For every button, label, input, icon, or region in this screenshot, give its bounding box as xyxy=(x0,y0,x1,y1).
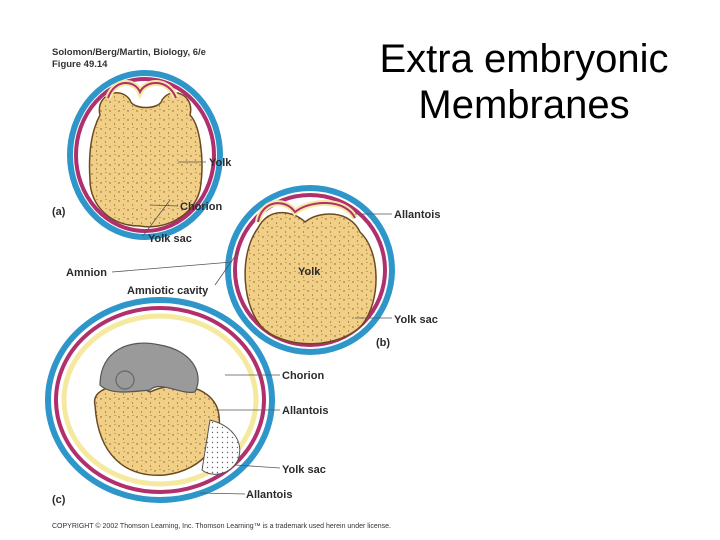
leader-lines xyxy=(111,161,392,495)
amnion-ring-a xyxy=(74,77,216,233)
egg-stage-a xyxy=(67,70,223,240)
label-yolk-sac-b: Yolk sac xyxy=(394,314,438,326)
label-stage-b: (b) xyxy=(376,337,390,349)
copyright-notice: COPYRIGHT © 2002 Thomson Learning, Inc. … xyxy=(52,522,391,530)
slide-title-line1: Extra embryonic xyxy=(379,37,669,81)
yolk-sac-c xyxy=(201,419,241,475)
figure-number: Figure 49.14 xyxy=(52,59,108,70)
label-stage-c: (c) xyxy=(52,494,66,506)
label-yolk-sac-c: Yolk sac xyxy=(282,464,326,476)
yolk-a xyxy=(88,92,203,228)
allantois-fold-b xyxy=(257,201,356,223)
label-chorion-a: Chorion xyxy=(180,201,222,213)
slide-title-line2: Membranes xyxy=(418,83,630,127)
label-chorion-c: Chorion xyxy=(282,370,324,382)
egg-stage-c xyxy=(45,297,275,503)
egg-stage-b xyxy=(225,185,395,355)
label-allantois-c1: Allantois xyxy=(282,405,328,417)
label-yolk-b: Yolk xyxy=(298,266,321,278)
label-amnion: Amnion xyxy=(66,267,107,279)
yolk-b xyxy=(244,211,377,345)
label-allantois-b: Allantois xyxy=(394,209,440,221)
amnion-ring-b xyxy=(233,193,387,347)
label-yolk-a: Yolk xyxy=(209,157,232,169)
label-allantois-c2: Allantois xyxy=(246,489,292,501)
figure-source: Solomon/Berg/Martin, Biology, 6/e xyxy=(52,47,206,58)
label-stage-a: (a) xyxy=(52,206,66,218)
slide-title: Extra embryonic Membranes xyxy=(350,36,698,128)
label-yolk-sac-a: Yolk sac xyxy=(148,233,192,245)
embryo-c xyxy=(99,342,199,393)
amnion-ring-c xyxy=(54,306,266,494)
label-amniotic-cavity: Amniotic cavity xyxy=(127,285,209,297)
